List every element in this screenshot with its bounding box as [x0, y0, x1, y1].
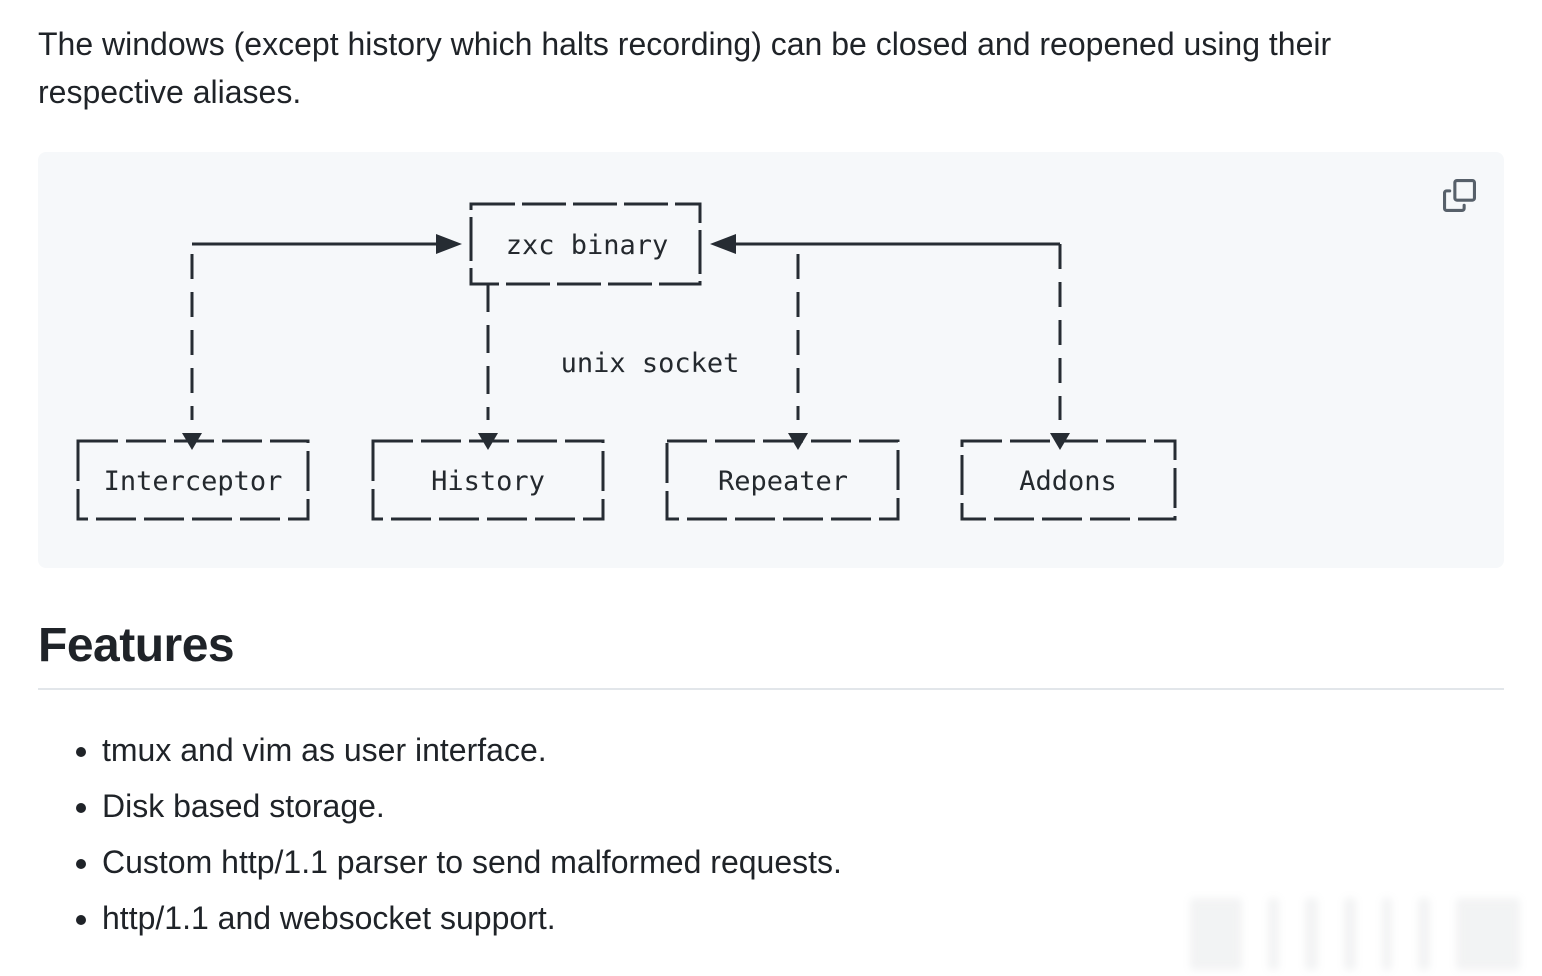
- edge-label-unix-socket: unix socket: [561, 348, 740, 379]
- feature-item: Custom http/1.1 parser to send malformed…: [102, 838, 1504, 886]
- node-label-addons: Addons: [1019, 466, 1117, 497]
- readme-document: The windows (except history which halts …: [38, 20, 1504, 942]
- node-label-zxc-binary: zxc binary: [506, 230, 669, 261]
- feature-item: Disk based storage.: [102, 782, 1504, 830]
- features-heading: Features: [38, 616, 1504, 690]
- feature-item: http/1.1 and websocket support.: [102, 894, 1504, 942]
- arrowhead-into-interceptor: [182, 433, 202, 450]
- node-label-repeater: Repeater: [718, 466, 848, 497]
- arrowhead-into-zxc-left: [436, 234, 462, 254]
- arrowhead-into-zxc-right: [710, 234, 736, 254]
- arrowhead-into-repeater: [788, 433, 808, 450]
- code-block: zxc binary unix socket Interceptor Histo…: [38, 152, 1504, 568]
- node-box-addons: [960, 439, 1177, 521]
- node-box-zxc-binary: [469, 202, 702, 286]
- copy-button[interactable]: [1442, 178, 1476, 212]
- copy-icon: [1442, 178, 1476, 212]
- arrowhead-into-history: [478, 433, 498, 450]
- node-box-repeater: [665, 439, 900, 521]
- intro-paragraph: The windows (except history which halts …: [38, 26, 1332, 110]
- node-label-interceptor: Interceptor: [104, 466, 283, 497]
- arrowhead-into-addons: [1050, 433, 1070, 450]
- features-list: tmux and vim as user interface. Disk bas…: [38, 726, 1504, 942]
- node-label-history: History: [431, 466, 545, 497]
- architecture-diagram: zxc binary unix socket Interceptor Histo…: [76, 202, 1177, 521]
- feature-item: tmux and vim as user interface.: [102, 726, 1504, 774]
